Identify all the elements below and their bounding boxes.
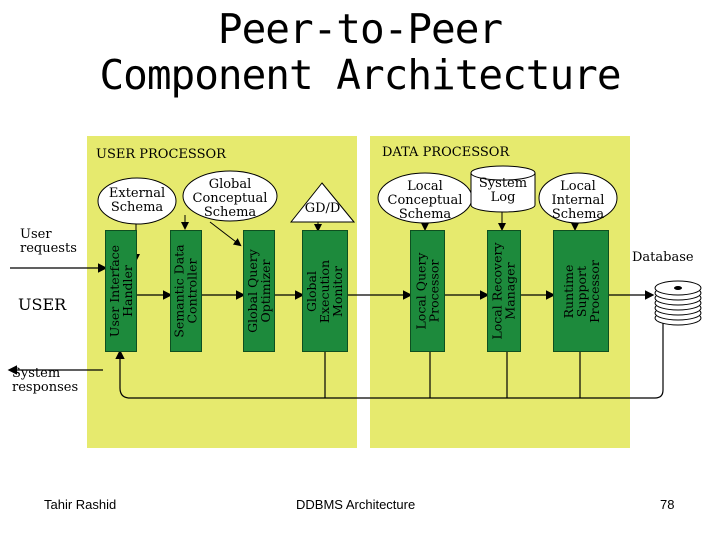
system-log: System Log xyxy=(470,165,536,213)
title-line-2: Component Architecture xyxy=(99,51,621,99)
local-recovery-manager-line-2: Manager xyxy=(503,262,518,320)
global-conceptual-schema-line-3: Schema xyxy=(203,205,257,220)
user-processor-label: USER PROCESSOR xyxy=(96,147,226,162)
footer-course: DDBMS Architecture xyxy=(296,497,416,512)
semantic-data-controller-line-2: Controller xyxy=(185,258,201,324)
title-line-1: Peer-to-Peer xyxy=(217,5,503,53)
local-internal-schema-line-2: Internal xyxy=(551,193,605,208)
runtime-support-processor-line-3: Processor xyxy=(586,259,602,323)
global-execution-monitor: Global Execution Monitor xyxy=(302,230,348,352)
system-responses-label: System responses xyxy=(12,367,78,395)
slide-title: Peer-to-Peer Component Architecture xyxy=(0,6,720,98)
database-icon xyxy=(653,280,703,326)
global-query-optimizer-line-2: Optimizer xyxy=(258,259,274,323)
gd-directory-label: GD/D xyxy=(304,201,341,216)
global-query-optimizer: Global Query Optimizer xyxy=(243,230,275,352)
footer-page-number: 78 xyxy=(660,497,675,512)
system-log-line-2: Log xyxy=(490,190,516,205)
semantic-data-controller: Semantic Data Controller xyxy=(170,230,202,352)
user-interface-handler-line-2: Handler xyxy=(120,265,136,317)
external-schema-line-2: Schema xyxy=(110,200,164,215)
local-query-processor-line-2: Processor xyxy=(426,259,442,323)
user-requests-label: User requests xyxy=(20,228,77,256)
local-conceptual-schema-line-1: Local xyxy=(407,179,443,194)
global-conceptual-schema: Global Conceptual Schema xyxy=(182,170,278,222)
data-processor-label: DATA PROCESSOR xyxy=(382,145,510,160)
user-interface-handler-line-1: User Interface xyxy=(107,244,123,338)
user-requests-line-1: User xyxy=(20,227,52,242)
runtime-support-processor-line-2: Support xyxy=(573,265,589,317)
global-conceptual-schema-line-2: Conceptual xyxy=(192,191,268,206)
local-internal-schema-line-1: Local xyxy=(560,179,596,194)
global-execution-monitor-line-3: Monitor xyxy=(330,265,346,317)
user-interface-handler: User Interface Handler xyxy=(105,230,137,352)
user-requests-line-2: requests xyxy=(20,241,77,256)
runtime-support-processor-line-1: Runtime xyxy=(560,264,576,318)
local-conceptual-schema: Local Conceptual Schema xyxy=(377,172,473,224)
database-label: Database xyxy=(632,250,694,265)
local-internal-schema-line-3: Schema xyxy=(551,207,605,222)
external-schema: External Schema xyxy=(97,177,177,225)
gd-directory: GD/D xyxy=(290,182,355,224)
system-responses-line-2: responses xyxy=(12,380,79,395)
global-conceptual-schema-line-1: Global xyxy=(208,177,252,192)
local-internal-schema: Local Internal Schema xyxy=(538,172,618,224)
local-query-processor: Local Query Processor xyxy=(410,230,445,352)
external-schema-line-1: External xyxy=(108,186,166,201)
system-log-line-1: System xyxy=(478,176,528,191)
local-conceptual-schema-line-3: Schema xyxy=(398,207,452,222)
footer-author: Tahir Rashid xyxy=(44,497,117,512)
local-recovery-manager: Local Recovery Manager xyxy=(487,230,521,352)
system-responses-line-1: System xyxy=(12,366,61,381)
user-label: USER xyxy=(18,295,67,314)
local-conceptual-schema-line-2: Conceptual xyxy=(387,193,463,208)
runtime-support-processor: Runtime Support Processor xyxy=(553,230,609,352)
